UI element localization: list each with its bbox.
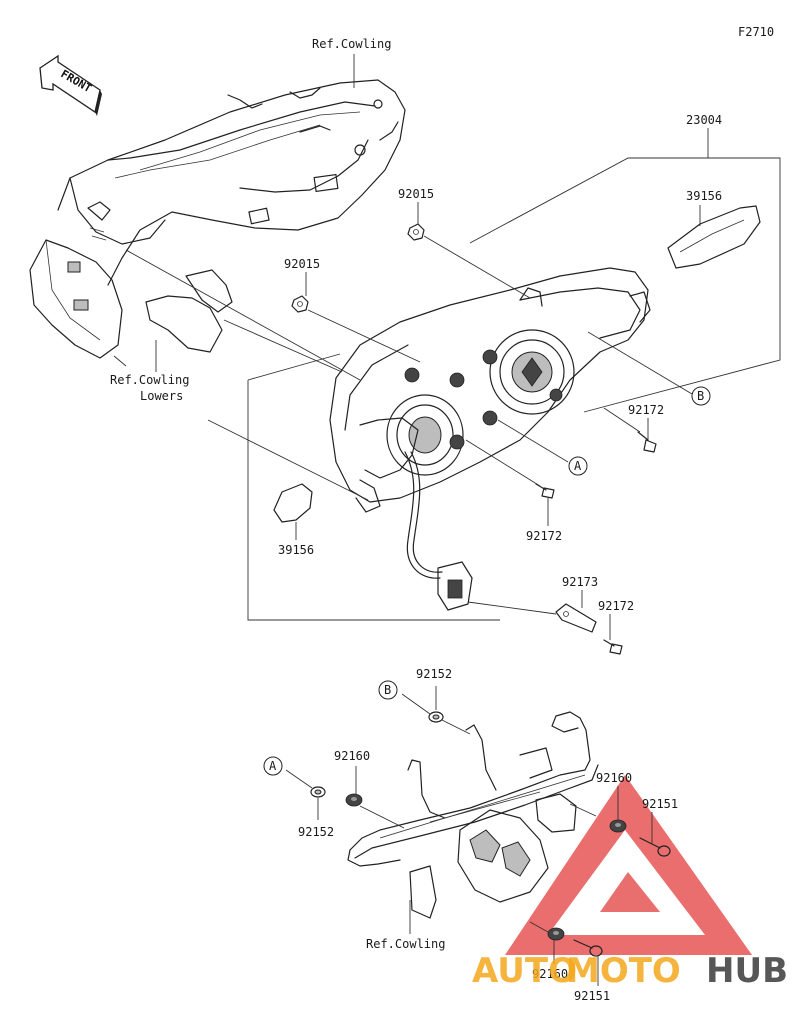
marker-a-lower: A — [263, 756, 283, 776]
screw-right — [637, 431, 657, 453]
headlight-stay-bracket — [347, 711, 599, 919]
bolt-bottom — [573, 939, 603, 957]
assembly-outline — [247, 157, 781, 621]
watermark-auto: AUTO — [472, 951, 577, 991]
label-screw-right: 92172 — [628, 403, 664, 417]
cowling-lowers — [29, 239, 233, 359]
svg-text:B: B — [384, 683, 391, 697]
label-cover-left: 39156 — [278, 543, 314, 557]
watermark-moto: MOTO — [566, 951, 681, 991]
label-nut-upper: 92015 — [398, 187, 434, 201]
label-screw-center: 92172 — [526, 529, 562, 543]
label-collar-a: 92152 — [298, 825, 334, 839]
collar-a — [310, 786, 326, 798]
watermark-text: AUTO MOTO HUB — [472, 951, 788, 991]
label-plate: 92173 — [562, 575, 598, 589]
label-headlight-assembly: 23004 — [686, 113, 722, 127]
label-cover-right: 39156 — [686, 189, 722, 203]
label-damper-right: 92160 — [596, 771, 632, 785]
leader-lines — [113, 54, 709, 986]
marker-b-lower: B — [378, 680, 398, 700]
label-ref-cowling-bottom: Ref.Cowling — [366, 937, 445, 951]
label-ref-cowling-lowers-2: Lowers — [140, 389, 183, 403]
label-screw-lower: 92172 — [598, 599, 634, 613]
bolt-right — [639, 837, 671, 857]
damper-right — [609, 819, 627, 833]
label-damper-left: 92160 — [334, 749, 370, 763]
svg-text:B: B — [697, 389, 704, 403]
collar-b — [428, 711, 444, 723]
label-ref-cowling-lowers-1: Ref.Cowling — [110, 373, 189, 387]
label-bolt-bottom: 92151 — [574, 989, 610, 1003]
label-collar-b: 92152 — [416, 667, 452, 681]
upper-cowling — [57, 79, 406, 286]
screw-center — [535, 483, 555, 499]
damper-bottom — [547, 927, 565, 941]
marker-a-upper: A — [568, 456, 588, 476]
screw-lower — [603, 639, 623, 655]
label-ref-cowling-top: Ref.Cowling — [312, 37, 391, 51]
marker-b-upper: B — [691, 386, 711, 406]
watermark-logo — [505, 775, 752, 955]
nut-upper — [407, 223, 425, 241]
figure-code: F2710 — [738, 25, 774, 39]
nut-lower — [291, 295, 309, 313]
label-bolt-right: 92151 — [642, 797, 678, 811]
part-labels: Ref.Cowling 23004 39156 92015 92015 Ref.… — [110, 37, 722, 1003]
label-nut-lower: 92015 — [284, 257, 320, 271]
label-damper-bottom: 92160 — [532, 967, 568, 981]
damper-left — [345, 793, 363, 807]
cover-left — [273, 483, 313, 523]
watermark-triangle-core — [600, 872, 660, 912]
front-arrow: FRONT — [39, 54, 102, 116]
watermark-hub: HUB — [706, 951, 788, 991]
cover-right — [667, 205, 761, 269]
svg-text:A: A — [269, 759, 277, 773]
headlight-assembly — [329, 267, 651, 611]
plate — [555, 603, 597, 633]
svg-text:A: A — [574, 459, 582, 473]
connector — [437, 561, 473, 611]
